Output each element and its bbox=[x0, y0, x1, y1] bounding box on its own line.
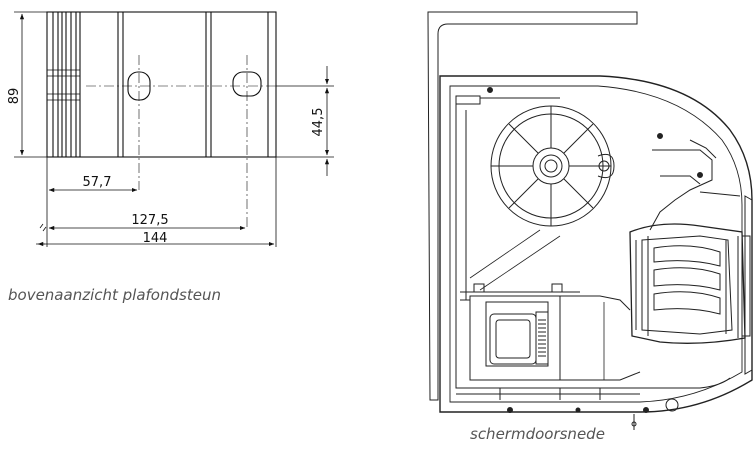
housing-outer-shell bbox=[439, 75, 753, 413]
bracket-outline bbox=[46, 11, 277, 158]
fabric-roller bbox=[469, 105, 615, 291]
bracket-top-view bbox=[46, 11, 277, 228]
bracket-view-caption: bovenaanzicht plafondsteun bbox=[8, 286, 221, 304]
bracket-dimensions bbox=[14, 11, 334, 247]
drive-unit bbox=[629, 223, 751, 344]
cassette-cross-section bbox=[427, 11, 753, 430]
dim-total-width-label: 144 bbox=[143, 231, 168, 246]
dim-hole-offset-label: 57,7 bbox=[83, 175, 112, 190]
section-view-caption: schermdoorsnede bbox=[470, 425, 605, 443]
arm-profile bbox=[460, 283, 641, 381]
dim-height-label: 89 bbox=[7, 88, 22, 105]
bracket-dimension-labels: 89 44,5 57,7 127,5 144 bbox=[7, 88, 326, 246]
dim-hole-spacing-label: 127,5 bbox=[131, 213, 168, 228]
housing-top-cap bbox=[427, 11, 638, 401]
dim-half-height-label: 44,5 bbox=[311, 108, 326, 137]
